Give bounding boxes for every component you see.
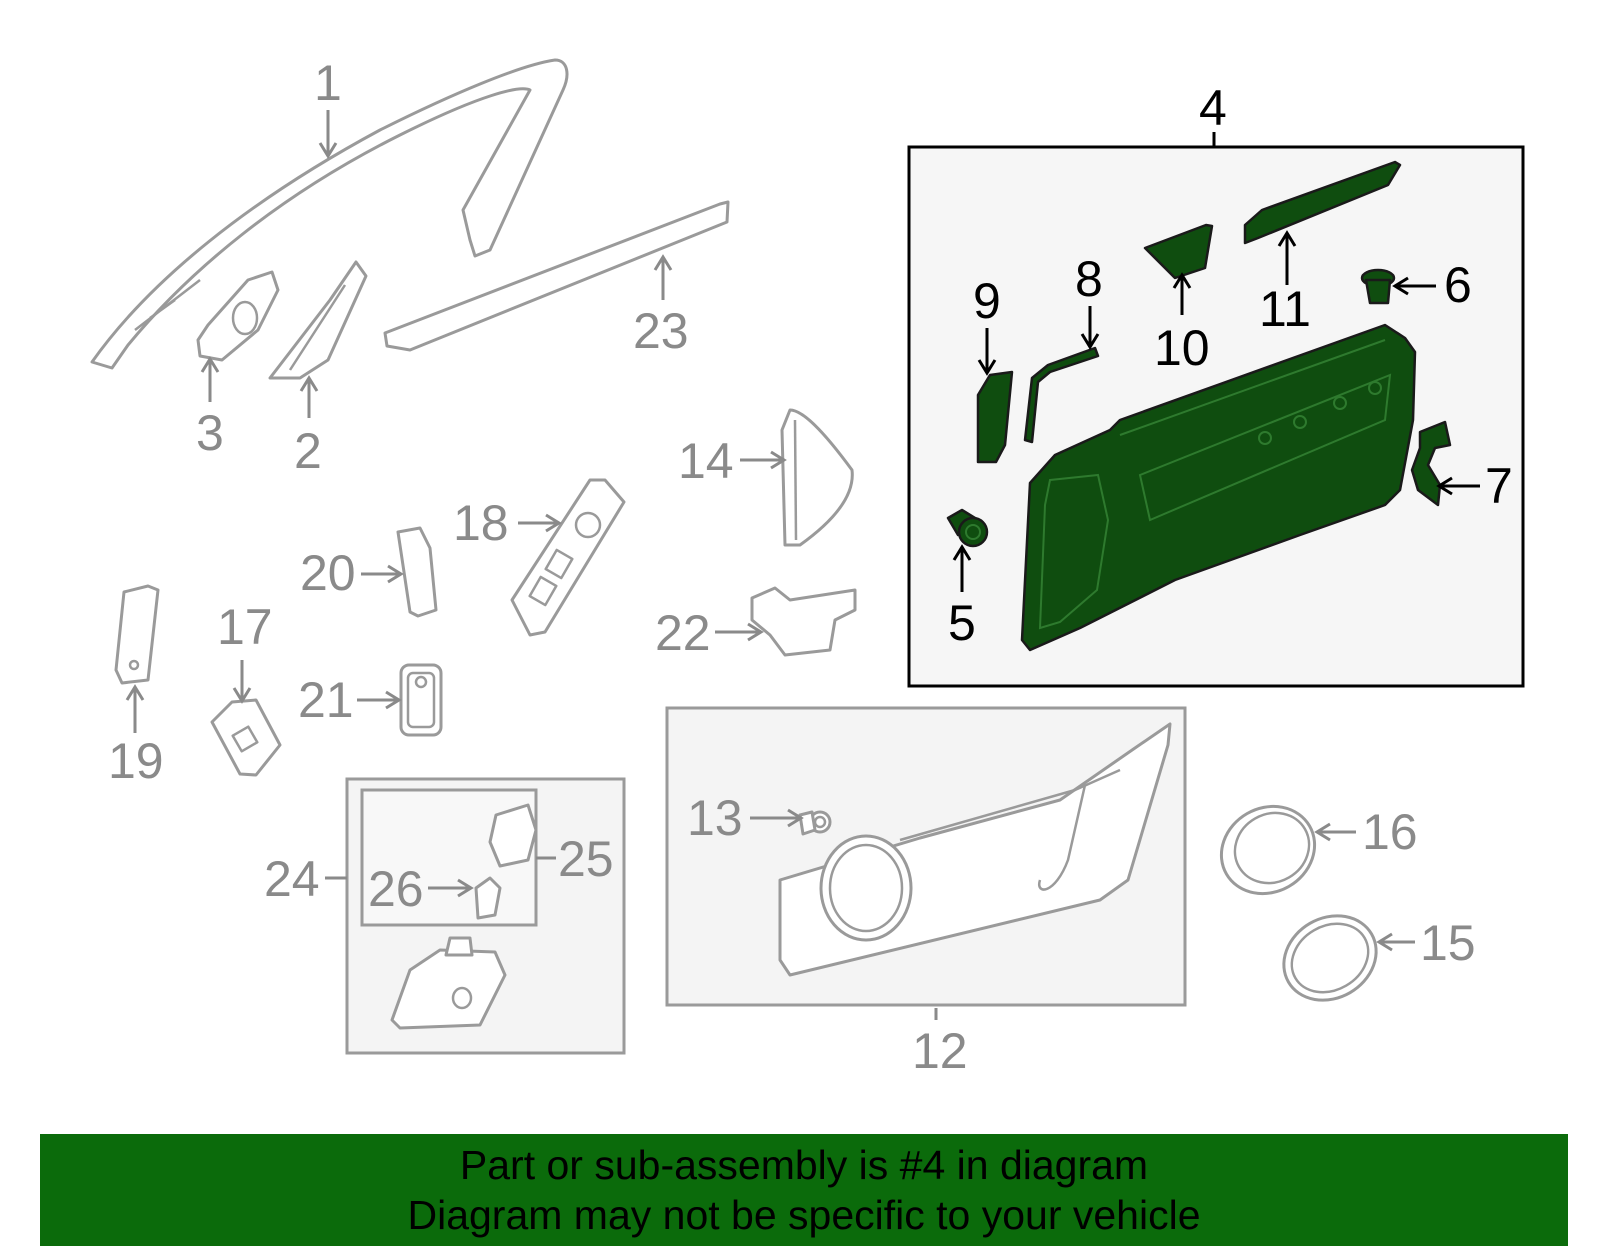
callout-22: 22 xyxy=(655,605,711,661)
part-12-trim-panel xyxy=(778,722,1172,977)
callout-2: 2 xyxy=(294,423,322,479)
callout-24: 24 xyxy=(264,851,320,907)
part-14-cover xyxy=(780,408,854,547)
part-1-window-trim xyxy=(90,58,569,370)
part-15-speaker-grille xyxy=(1282,914,1378,1002)
callout-11: 11 xyxy=(1259,281,1311,337)
callout-4: 4 xyxy=(1199,80,1227,136)
callout-20: 20 xyxy=(300,545,356,601)
callout-26: 26 xyxy=(368,861,424,917)
part-6-clip xyxy=(1360,268,1396,305)
callout-8: 8 xyxy=(1075,251,1103,307)
callout-7: 7 xyxy=(1485,458,1513,514)
part-19-switch xyxy=(114,584,160,685)
callout-10: 10 xyxy=(1154,320,1210,376)
part-26-bulb xyxy=(474,876,502,920)
callout-21: 21 xyxy=(298,672,354,728)
part-3-mirror-cover xyxy=(196,270,280,362)
callout-1: 1 xyxy=(314,55,342,111)
leader-lines-black xyxy=(952,132,1480,592)
part-23-belt-molding xyxy=(383,200,730,352)
part-4-door-trim-panel xyxy=(1020,323,1417,652)
part-8-strip xyxy=(1023,346,1100,444)
callout-18: 18 xyxy=(453,495,509,551)
part-16-speaker-ring xyxy=(1219,804,1317,896)
banner-line-1: Part or sub-assembly is #4 in diagram xyxy=(459,1142,1149,1188)
part-10-trim-insert xyxy=(1143,223,1214,280)
callout-12: 12 xyxy=(912,1023,968,1079)
callout-23: 23 xyxy=(633,303,689,359)
callout-17: 17 xyxy=(217,599,273,655)
part-25-bulb-socket xyxy=(488,803,538,868)
part-21-switch xyxy=(399,663,443,737)
part-5-clip xyxy=(946,508,989,548)
callout-16: 16 xyxy=(1362,804,1418,860)
callout-9: 9 xyxy=(973,273,1001,329)
part-20-switch xyxy=(396,526,438,618)
callout-19: 19 xyxy=(108,733,164,789)
part-13-clip xyxy=(798,810,832,836)
part-22-seat-switch xyxy=(750,586,857,657)
part-9-handle-cover xyxy=(976,370,1014,464)
part-24-lamp-housing xyxy=(390,936,507,1030)
callout-5: 5 xyxy=(948,595,976,651)
info-banner: Part or sub-assembly is #4 in diagram Di… xyxy=(40,1134,1568,1246)
leader-lines-grey xyxy=(125,110,1415,1020)
part-18-switch-panel xyxy=(510,478,626,637)
part-2-corner-cover xyxy=(268,260,368,380)
callout-6: 6 xyxy=(1444,257,1472,313)
banner-line-2: Diagram may not be specific to your vehi… xyxy=(407,1192,1201,1238)
callout-15: 15 xyxy=(1420,915,1476,971)
callout-14: 14 xyxy=(678,433,734,489)
callout-3: 3 xyxy=(196,405,224,461)
callout-13: 13 xyxy=(687,790,743,846)
callout-25: 25 xyxy=(558,831,614,887)
part-11-trim-strip xyxy=(1243,160,1402,245)
part-17-switch xyxy=(210,698,282,777)
